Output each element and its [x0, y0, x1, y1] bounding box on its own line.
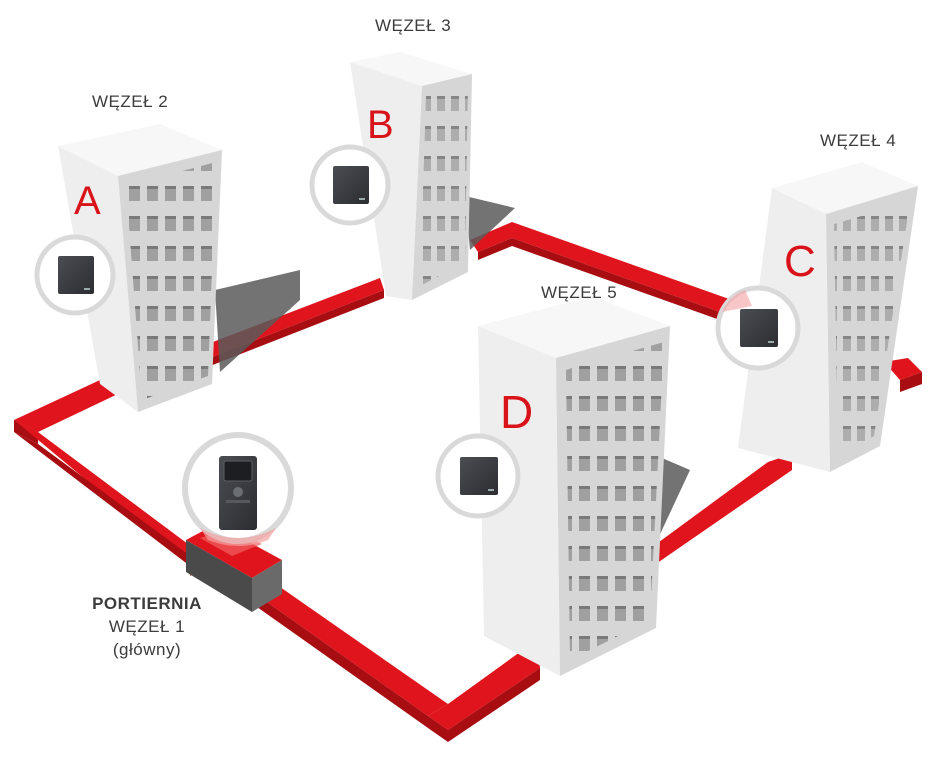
node-3-label: WĘZEŁ 3: [375, 16, 452, 35]
panel-button-icon: [233, 487, 243, 497]
panel-screen-icon: [223, 460, 253, 482]
node-5-controller: [435, 433, 521, 519]
node-1-caption: PORTIERNIA WĘZEŁ 1 (główny): [82, 594, 212, 660]
node-4-label: WĘZEŁ 4: [820, 131, 897, 150]
cable-segment-portiernia-bottom: [250, 580, 448, 716]
building-a-letter: A: [74, 179, 101, 223]
building-a-shadow: [215, 270, 300, 372]
node-1-main-panel: [182, 432, 294, 546]
controller-icon: [333, 166, 369, 204]
node-4-controller: [715, 285, 801, 371]
controller-icon: [740, 309, 778, 347]
building-b-shadow: [465, 196, 515, 250]
node-2-label: WĘZEŁ 2: [92, 92, 169, 111]
cable-segment-c-right: [884, 358, 922, 380]
building-d-letter: D: [500, 386, 533, 438]
cable-segment-left-portiernia: [14, 420, 204, 566]
node-2-controller: [34, 234, 116, 316]
controller-icon: [58, 256, 94, 294]
node-5-label: WĘZEŁ 5: [541, 283, 618, 302]
node-1-label: WĘZEŁ 1: [108, 617, 186, 636]
portiernia-title: PORTIERNIA: [92, 594, 202, 613]
building-d: D: [478, 296, 670, 676]
cable-segment-bottom-d: [428, 652, 540, 730]
node-1-note: (główny): [112, 640, 182, 659]
building-b-letter: B: [367, 103, 394, 147]
cable-segment-c-d: [640, 454, 792, 568]
cable-segment-b-c: [470, 222, 760, 322]
controller-icon: [460, 457, 498, 495]
building-c-letter: C: [784, 237, 816, 286]
node-3-controller: [309, 144, 391, 226]
cable-segment-a-left: [14, 376, 122, 432]
